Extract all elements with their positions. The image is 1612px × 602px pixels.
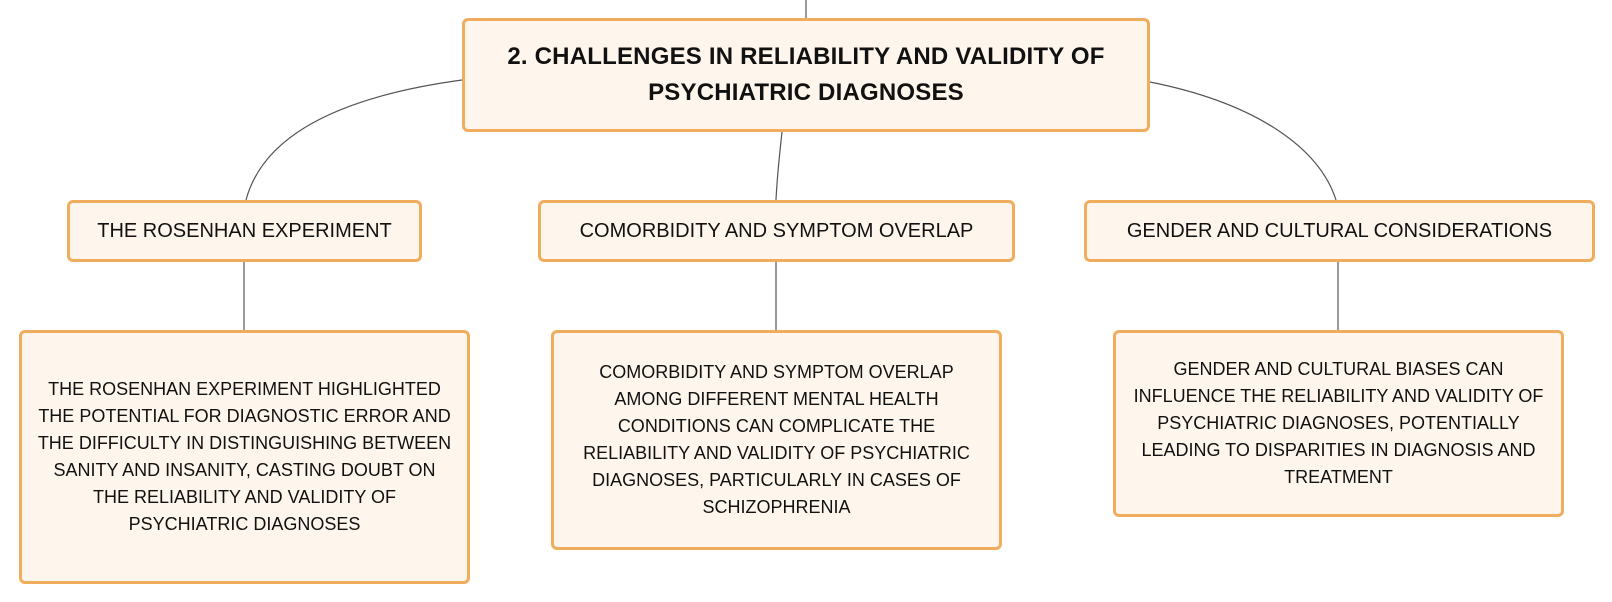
detail-text: COMORBIDITY AND SYMPTOM OVERLAP AMONG DI… xyxy=(583,362,970,517)
detail-text: GENDER AND CULTURAL BIASES CAN INFLUENCE… xyxy=(1133,359,1544,487)
branch-topic-label: GENDER AND CULTURAL CONSIDERATIONS xyxy=(1126,220,1553,242)
branch-topic-rosenhan[interactable]: THE ROSENHAN EXPERIMENT xyxy=(67,200,422,262)
detail-text: THE ROSENHAN EXPERIMENT HIGHLIGHTED THE … xyxy=(37,379,452,534)
detail-node-comorbidity[interactable]: COMORBIDITY AND SYMPTOM OVERLAP AMONG DI… xyxy=(551,330,1002,550)
branch-topic-label: COMORBIDITY AND SYMPTOM OVERLAP xyxy=(579,220,974,242)
branch-topic-gender[interactable]: GENDER AND CULTURAL CONSIDERATIONS xyxy=(1084,200,1595,262)
root-topic-node[interactable]: 2. CHALLENGES IN RELIABILITY AND VALIDIT… xyxy=(462,18,1150,132)
branch-topic-label: THE ROSENHAN EXPERIMENT xyxy=(97,220,392,242)
root-topic-title: 2. CHALLENGES IN RELIABILITY AND VALIDIT… xyxy=(507,43,1105,106)
branch-topic-comorbidity[interactable]: COMORBIDITY AND SYMPTOM OVERLAP xyxy=(538,200,1015,262)
connector-root-to-gender xyxy=(1149,81,1337,201)
connector-root-to-rosenhan xyxy=(245,79,463,201)
detail-node-gender[interactable]: GENDER AND CULTURAL BIASES CAN INFLUENCE… xyxy=(1113,330,1564,517)
detail-node-rosenhan[interactable]: THE ROSENHAN EXPERIMENT HIGHLIGHTED THE … xyxy=(19,330,470,584)
connector-root-to-comorbidity xyxy=(775,131,783,201)
